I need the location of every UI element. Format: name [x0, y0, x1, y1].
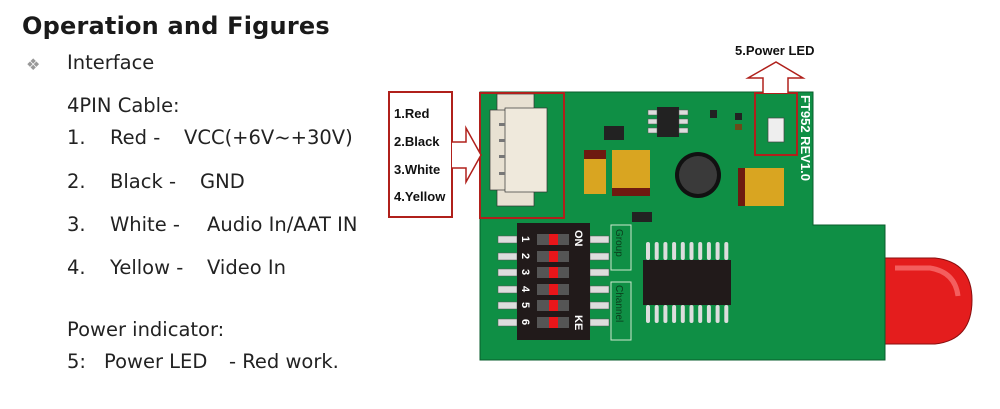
power-num: 5: [67, 350, 86, 373]
dip-number: 3 [519, 269, 531, 275]
pin-function: GND [200, 170, 245, 193]
arrow-right-icon [452, 125, 482, 185]
ic-pin [654, 305, 659, 323]
board-revision: FT952 REV1.0 [798, 95, 813, 181]
antenna-dome [879, 257, 973, 345]
dip-number: 2 [519, 253, 531, 259]
cable-label: 1.Red [394, 106, 429, 121]
ic-pin [672, 242, 677, 260]
ic-pin [680, 242, 685, 260]
ic-chip [643, 242, 731, 323]
pin-function: VCC(+6V~+30V) [184, 126, 353, 149]
ic-pin [663, 242, 668, 260]
pin-num: 1. [67, 126, 86, 149]
pin-num: 3. [67, 213, 86, 236]
ic-pin [715, 305, 720, 323]
diamond-cluster-icon: ❖ [26, 55, 41, 74]
ic-pin [646, 242, 650, 260]
ic-pin [698, 242, 703, 260]
ic-pin [689, 305, 694, 323]
ic-pin [654, 242, 659, 260]
ic-pin [706, 305, 711, 323]
power-title: Power indicator: [67, 318, 225, 341]
dip-number: 4 [519, 286, 531, 293]
ic-pin [715, 242, 720, 260]
pin-function: Video In [207, 256, 286, 279]
ic-pin [663, 305, 668, 323]
ic-pin [724, 305, 729, 323]
group-label: Group [613, 229, 624, 257]
pin-color: Yellow - [110, 256, 184, 279]
page-title: Operation and Figures [22, 12, 330, 40]
ic-pin [646, 305, 650, 323]
pin-color: Red - [110, 126, 161, 149]
section-label: Interface [67, 51, 155, 74]
cable-label: 3.White [394, 162, 440, 177]
power-desc: - Red work. [229, 350, 339, 373]
dip-number: 5 [519, 302, 531, 308]
ic-pin [698, 305, 703, 323]
cable-label: 2.Black [394, 134, 440, 149]
cable-label: 4.Yellow [394, 189, 446, 204]
dip-switch: 1 2 3 4 5 6 ON KE [497, 223, 610, 340]
pin-function: Audio In/AAT IN [207, 213, 358, 236]
ic-pin [689, 242, 694, 260]
pin-color: White - [110, 213, 180, 236]
ic-pin [680, 305, 685, 323]
dip-number: 1 [519, 236, 531, 242]
dip-number: 6 [519, 319, 531, 325]
arrow-up-icon [745, 61, 806, 93]
power-label: Power LED [104, 350, 208, 373]
pin-num: 4. [67, 256, 86, 279]
power-led-label: 5.Power LED [735, 43, 814, 58]
cable-label-box [388, 91, 453, 218]
ic-pin [706, 242, 711, 260]
pin-num: 2. [67, 170, 86, 193]
ic-pin [672, 305, 677, 323]
channel-label: Channel [613, 285, 624, 322]
dip-on-label: ON [572, 230, 584, 247]
pin-color: Black - [110, 170, 176, 193]
dip-ke-label: KE [572, 315, 584, 330]
ic-pin [724, 242, 729, 260]
cable-title: 4PIN Cable: [67, 94, 180, 117]
